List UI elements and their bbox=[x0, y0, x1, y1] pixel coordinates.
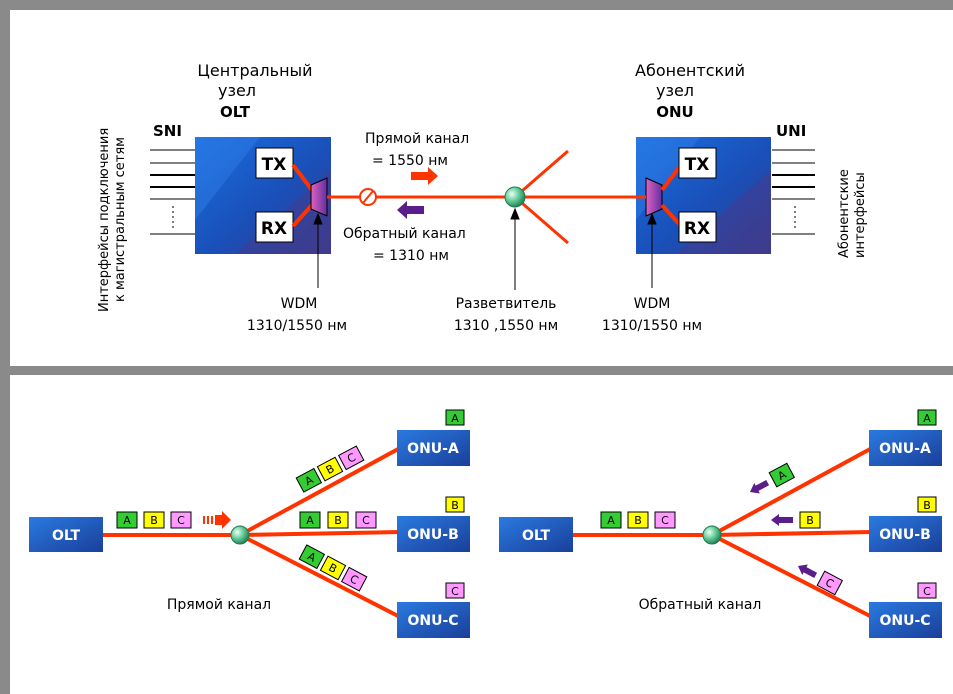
olt-tx-block: TX bbox=[255, 147, 294, 179]
forward-packet-b: B bbox=[143, 511, 165, 529]
forward-olt-label: OLT bbox=[52, 528, 81, 544]
forward-packet-c: C bbox=[170, 511, 192, 529]
svg-text:C: C bbox=[362, 514, 370, 527]
forward-onu-c: C ONU-C bbox=[397, 582, 470, 638]
reverse-branch-a: A bbox=[750, 462, 796, 494]
onu-title: ONU bbox=[656, 103, 694, 121]
onu-rx-label: RX bbox=[684, 219, 710, 239]
reverse-branch-b: B bbox=[771, 511, 821, 529]
svg-text:ONU-A: ONU-A bbox=[879, 441, 931, 457]
reverse-onu-c: C ONU-C bbox=[869, 582, 942, 638]
reverse-caption: Обратный канал bbox=[639, 597, 762, 613]
reverse-packet-a: A bbox=[600, 511, 622, 529]
pointer-arrows bbox=[313, 207, 657, 290]
reverse-olt-box: OLT bbox=[499, 517, 573, 552]
onu-tx-block: TX bbox=[678, 147, 717, 179]
wdm-left-label-1: WDM bbox=[281, 296, 318, 312]
reverse-channel-label-1: Обратный канал bbox=[343, 226, 466, 242]
splitter-icon bbox=[504, 186, 526, 208]
forward-branch-a-packets: A B C bbox=[295, 445, 365, 493]
svg-text:A: A bbox=[923, 412, 931, 425]
reverse-branch-c: C bbox=[798, 564, 844, 596]
svg-text:B: B bbox=[923, 499, 931, 512]
forward-channel-label-2: = 1550 нм bbox=[372, 153, 448, 169]
svg-text:A: A bbox=[451, 412, 459, 425]
reverse-channel-label-2: = 1310 нм bbox=[373, 248, 449, 264]
left-interfaces-caption-2: к магистральным сетям bbox=[113, 137, 128, 302]
forward-branch-c-packets: A B C bbox=[298, 544, 368, 592]
top-panel: Интерфейсы подключения к магистральным с… bbox=[97, 61, 868, 334]
svg-text:A: A bbox=[123, 514, 131, 527]
forward-direction-arrow-icon bbox=[203, 511, 231, 529]
forward-panel: OLT A B C A B C bbox=[29, 409, 470, 638]
forward-onu-b: B ONU-B bbox=[397, 496, 470, 552]
forward-packet-a: A bbox=[116, 511, 138, 529]
svg-text:A: A bbox=[306, 514, 314, 527]
forward-fiber bbox=[103, 446, 401, 619]
onu-rx-block: RX bbox=[678, 211, 717, 243]
svg-text:ONU-A: ONU-A bbox=[407, 441, 459, 457]
uni-label: UNI bbox=[776, 122, 806, 140]
svg-text:B: B bbox=[150, 514, 158, 527]
svg-text:A: A bbox=[607, 514, 615, 527]
right-interfaces-caption-2: интерфейсы bbox=[853, 172, 868, 258]
olt-wdm-coupler bbox=[291, 163, 328, 228]
svg-text:ONU-C: ONU-C bbox=[407, 613, 458, 629]
svg-text:ONU-B: ONU-B bbox=[407, 527, 458, 543]
central-node-title-1: Центральный bbox=[197, 61, 312, 80]
svg-text:C: C bbox=[923, 585, 931, 598]
reverse-olt-label: OLT bbox=[522, 528, 551, 544]
svg-text:B: B bbox=[634, 514, 642, 527]
sni-lines bbox=[150, 149, 195, 235]
reverse-fiber bbox=[573, 446, 873, 619]
reverse-splitter-icon bbox=[702, 525, 722, 545]
onu-wdm-coupler bbox=[645, 163, 683, 228]
onu-tx-label: TX bbox=[685, 155, 710, 175]
forward-channel-label-1: Прямой канал bbox=[365, 131, 469, 147]
fiber-connector-icon bbox=[359, 188, 377, 206]
forward-onu-a: A ONU-A bbox=[397, 409, 470, 466]
svg-text:B: B bbox=[451, 499, 459, 512]
svg-text:B: B bbox=[334, 514, 342, 527]
central-node-title-2: узел bbox=[218, 81, 256, 100]
svg-text:ONU-B: ONU-B bbox=[879, 527, 930, 543]
svg-text:B: B bbox=[806, 514, 814, 527]
olt-title: OLT bbox=[220, 103, 251, 121]
forward-caption: Прямой канал bbox=[167, 597, 271, 613]
wdm-right-label-1: WDM bbox=[634, 296, 671, 312]
left-interfaces-caption-1: Интерфейсы подключения bbox=[97, 128, 112, 312]
reverse-arrow-icon bbox=[397, 201, 424, 219]
forward-arrow-icon bbox=[411, 167, 438, 185]
right-interfaces-caption-1: Абонентские bbox=[837, 169, 852, 258]
olt-tx-label: TX bbox=[262, 155, 287, 175]
reverse-onu-a: A ONU-A bbox=[869, 409, 942, 466]
reverse-panel: OLT A B C A B C bbox=[499, 409, 942, 638]
splitter-label-2: 1310 ,1550 нм bbox=[454, 318, 558, 334]
svg-text:C: C bbox=[661, 514, 669, 527]
forward-branch-b-packets: A B C bbox=[299, 511, 377, 529]
olt-rx-block: RX bbox=[255, 211, 294, 243]
reverse-packet-c: C bbox=[654, 511, 676, 529]
uni-lines bbox=[772, 149, 815, 235]
forward-splitter-icon bbox=[230, 525, 250, 545]
wdm-left-label-2: 1310/1550 нм bbox=[247, 318, 347, 334]
svg-text:ONU-C: ONU-C bbox=[879, 613, 930, 629]
svg-text:C: C bbox=[177, 514, 185, 527]
subscriber-node-title-2: узел bbox=[656, 81, 694, 100]
svg-text:C: C bbox=[451, 585, 459, 598]
reverse-onu-b: B ONU-B bbox=[869, 496, 942, 552]
sni-label: SNI bbox=[153, 122, 182, 140]
subscriber-node-title-1: Абонентский bbox=[635, 61, 745, 80]
reverse-packet-b: B bbox=[627, 511, 649, 529]
forward-olt-box: OLT bbox=[29, 517, 103, 552]
splitter-label-1: Разветвитель bbox=[456, 296, 557, 312]
wdm-right-label-2: 1310/1550 нм bbox=[602, 318, 702, 334]
olt-rx-label: RX bbox=[261, 219, 287, 239]
